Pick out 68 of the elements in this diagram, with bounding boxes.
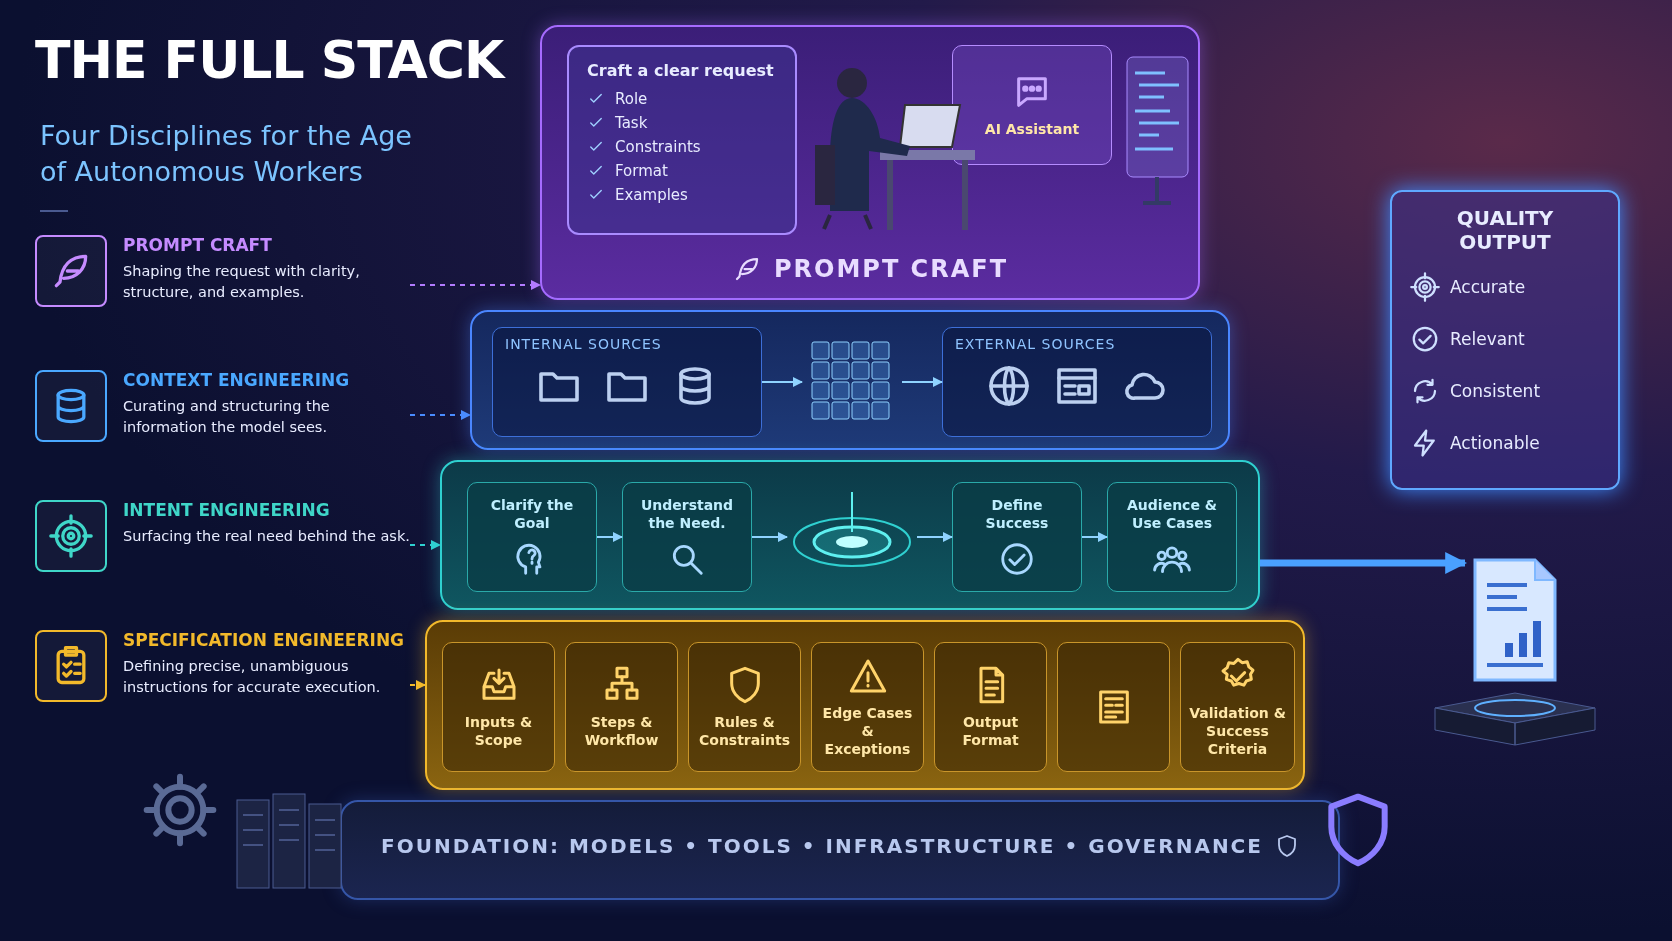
step-card: [565, 642, 678, 772]
step-card: [622, 482, 752, 592]
step-label: Edge Cases & Exceptions: [821, 703, 914, 759]
step-label: Validation & Success Criteria: [1188, 703, 1287, 759]
leader-line: [409, 410, 471, 420]
checklist-panel: [567, 45, 797, 235]
arrow: [751, 532, 788, 542]
step-card: [688, 642, 801, 772]
step-label: Audience & Use Cases: [1126, 495, 1218, 533]
card-description: Curating and structuring the information the model sees.: [123, 397, 331, 437]
subtitle: Four Disciplines for the Age of Autonomous Workers: [40, 119, 413, 190]
output-panel: [1390, 190, 1620, 490]
step-card: [1057, 642, 1170, 772]
leader-line: [409, 280, 541, 290]
card-description: Defining precise, unambiguous instructions for accurate execution.: [123, 657, 382, 697]
checklist-item: Format: [615, 162, 668, 180]
step-card: [934, 642, 1047, 772]
checklist-item: Role: [615, 90, 648, 108]
layer-platform: [540, 25, 1200, 300]
checklist-item: Actionable: [1450, 433, 1540, 453]
leader-line: [409, 540, 441, 550]
group-heading: INTERNAL SOURCES: [505, 336, 663, 352]
step-card: [811, 642, 924, 772]
step-label: Define Success: [984, 495, 1050, 533]
step-card: [952, 482, 1082, 592]
step-label: Clarify the Goal: [489, 495, 575, 533]
card-heading: INTENT ENGINEERING: [123, 500, 331, 520]
panel-heading: QUALITY OUTPUT: [1455, 206, 1555, 254]
title: THE FULL STACK: [35, 30, 504, 90]
arrow: [596, 532, 623, 542]
layer-title: PROMPT CRAFT: [773, 255, 1009, 283]
arrow: [916, 532, 953, 542]
step-label: Understand the Need.: [639, 495, 735, 533]
step-label: Output Format: [961, 712, 1020, 750]
checklist-item: Relevant: [1450, 329, 1525, 349]
step-label: AI Assistant: [984, 119, 1080, 139]
source-group: [492, 327, 762, 437]
card-description: Surfacing the real need behind the ask.: [123, 527, 410, 546]
arrow: [1081, 532, 1108, 542]
card-heading: CONTEXT ENGINEERING: [123, 370, 351, 390]
layer-platform: [425, 620, 1305, 790]
layer-platform: [340, 800, 1340, 900]
arrow: [901, 377, 943, 387]
step-label: Inputs & Scope: [463, 712, 534, 750]
checklist-item: Consistent: [1450, 381, 1541, 401]
source-group: [942, 327, 1212, 437]
layer-platform: [470, 310, 1230, 450]
step-label: Steps & Workflow: [583, 712, 660, 750]
step-card: [1180, 642, 1295, 772]
checklist-item: Task: [615, 114, 648, 132]
step-card: [442, 642, 555, 772]
arrow: [761, 377, 803, 387]
step-label: Rules & Constraints: [698, 712, 791, 750]
step-card: [1107, 482, 1237, 592]
step-card: [952, 45, 1112, 165]
checklist-item: Constraints: [615, 138, 701, 156]
checklist-item: Accurate: [1450, 277, 1526, 297]
panel-heading: Craft a clear request: [587, 61, 775, 80]
group-heading: EXTERNAL SOURCES: [955, 336, 1117, 352]
step-card: [467, 482, 597, 592]
checklist-item: Examples: [615, 186, 688, 204]
card-description: Shaping the request with clarity, structure, and examples.: [123, 262, 361, 302]
leader-line: [409, 680, 426, 690]
layer-title: FOUNDATION: MODELS • TOOLS • INFRASTRUCTURE • GOVERNANCE: [381, 834, 1263, 858]
arrow: [1260, 552, 1468, 574]
layer-platform: [440, 460, 1260, 610]
card-heading: SPECIFICATION ENGINEERING: [123, 630, 406, 650]
card-heading: PROMPT CRAFT: [123, 235, 273, 255]
